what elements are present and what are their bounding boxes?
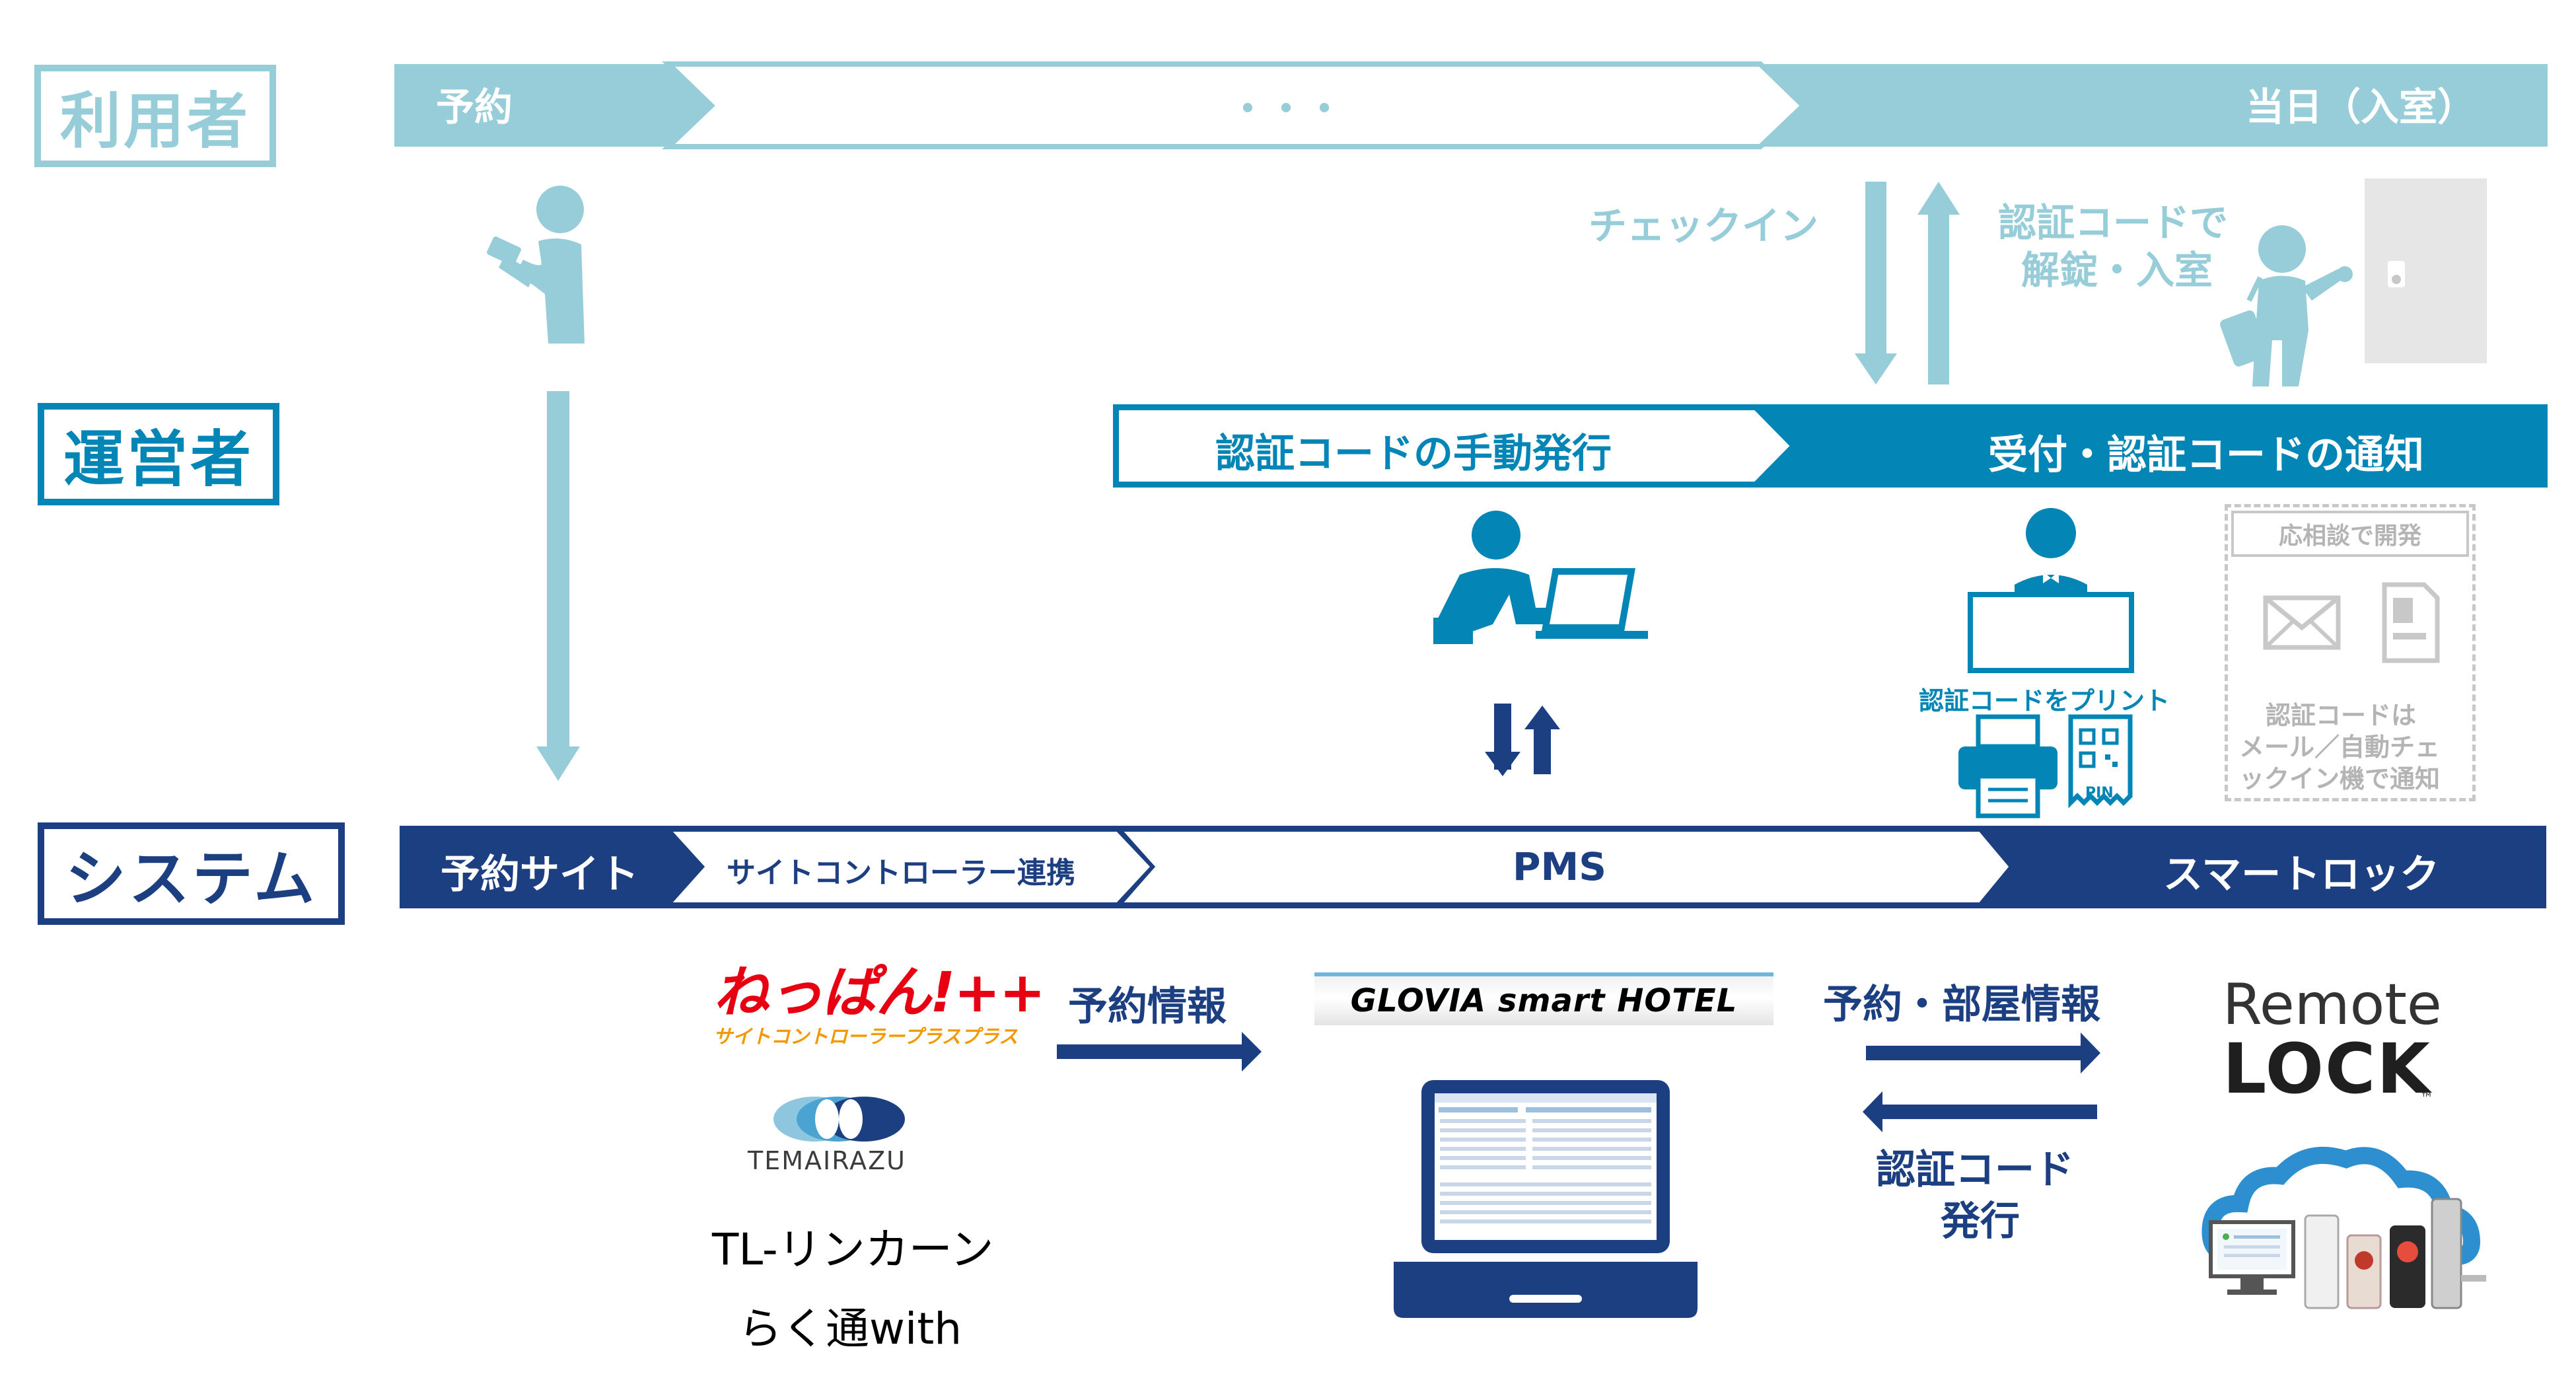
row-label-system: システム bbox=[38, 822, 345, 925]
printer-and-pin-card-icon bbox=[1958, 714, 2133, 818]
staff-at-laptop-icon bbox=[1433, 511, 1648, 644]
unlock-label-line2: 解錠・入室 bbox=[2021, 248, 2213, 293]
remote-lock-logo-lock: LOCK bbox=[2223, 1029, 2431, 1109]
user-flow-reserve-label: 予約 bbox=[436, 85, 513, 129]
long-down-arrow-head bbox=[536, 746, 580, 781]
pin-card-label: PIN bbox=[2085, 785, 2114, 801]
glovia-logo-text: GLOVIA smart HOTEL bbox=[1350, 982, 1738, 1019]
auth-code-issue-label-line1: 認証コード bbox=[1876, 1147, 2074, 1193]
reservation-info-arrow-shaft bbox=[1057, 1044, 1248, 1059]
remote-lock-logo: Remote LOCK bbox=[2223, 976, 2442, 1105]
operator-manual-issue-label: 認証コードの手動発行 bbox=[1215, 431, 1612, 477]
consult-development-box bbox=[2225, 504, 2476, 801]
pms-up-arrow-head bbox=[1524, 706, 1560, 729]
consult-box-line3: ックイン機で通知 bbox=[2239, 764, 2441, 793]
auth-code-arrow-head bbox=[1863, 1091, 1882, 1132]
checkin-label: チェックイン bbox=[1589, 203, 1819, 248]
pms-down-arrow-head bbox=[1485, 752, 1521, 776]
rakutsu-label: らく通with bbox=[738, 1303, 962, 1354]
neppan-logo-main: ねっぱん!++ bbox=[713, 960, 1046, 1025]
row-label-operator: 運営者 bbox=[38, 403, 279, 505]
system-site-controller-label: サイトコントローラー連携 bbox=[727, 856, 1075, 890]
neppan-logo-sub: サイトコントローラープラスプラス bbox=[713, 1025, 1019, 1048]
system-pms-label: PMS bbox=[1513, 844, 1606, 889]
consult-box-line2: メール／自動チェ bbox=[2239, 733, 2441, 762]
room-info-arrow-head bbox=[2081, 1033, 2100, 1073]
long-down-arrow-shaft bbox=[547, 391, 569, 748]
temairazu-logo-mark bbox=[773, 1097, 905, 1142]
cloud-devices-icon bbox=[2201, 1146, 2486, 1309]
user-flow-day-of-label: 当日（入室） bbox=[2246, 85, 2476, 129]
print-code-label: 認証コードをプリント bbox=[1919, 686, 2170, 715]
system-site-controller-chevron bbox=[664, 828, 1156, 906]
guest-opening-door-icon bbox=[2220, 178, 2487, 386]
user-flow-ellipsis-label: ・・・ bbox=[1229, 87, 1344, 131]
reservation-room-info-label: 予約・部屋情報 bbox=[1823, 982, 2100, 1028]
remote-lock-tm: ™ bbox=[2420, 1090, 2433, 1106]
unlock-label-line1: 認証コードで bbox=[1998, 200, 2229, 245]
unlock-up-arrow-head bbox=[1917, 182, 1960, 215]
user-flow-reserve-arrow bbox=[618, 64, 711, 147]
reservation-info-label: 予約情報 bbox=[1068, 984, 1227, 1030]
user-with-phone-icon bbox=[487, 186, 585, 344]
auth-code-arrow-shaft bbox=[1879, 1105, 2097, 1119]
checkin-down-arrow-head bbox=[1855, 353, 1897, 384]
remote-lock-logo-remote: Remote bbox=[2223, 972, 2442, 1038]
consult-box-header: 応相談で開発 bbox=[2231, 511, 2469, 557]
temairazu-logo-text: TEMAIRAZU bbox=[748, 1146, 906, 1175]
reservation-info-arrow-head bbox=[1242, 1032, 1262, 1072]
system-smart-lock-label: スマートロック bbox=[2163, 852, 2440, 898]
operator-manual-issue-chevron bbox=[1114, 405, 1797, 487]
checkin-down-arrow-shaft bbox=[1865, 182, 1886, 357]
operator-notify-label: 受付・認証コードの通知 bbox=[1988, 432, 2424, 478]
tl-lincoln-label: TL-リンカーン bbox=[712, 1224, 994, 1275]
mail-and-kiosk-icon bbox=[2263, 582, 2440, 663]
unlock-up-arrow-shaft bbox=[1928, 211, 1949, 384]
pms-up-arrow-shaft bbox=[1534, 727, 1551, 774]
consult-box-line1: 認証コードは bbox=[2266, 701, 2417, 730]
room-info-arrow-shaft bbox=[1866, 1046, 2084, 1060]
consult-box-title: 応相談で開発 bbox=[2278, 523, 2421, 550]
front-desk-icon bbox=[1968, 508, 2134, 673]
neppan-logo: ねっぱん!++ サイトコントローラープラスプラス bbox=[713, 960, 1046, 1049]
pms-laptop-icon bbox=[1394, 1080, 1698, 1318]
system-booking-site-label: 予約サイト bbox=[441, 852, 639, 898]
auth-code-issue-label-line2: 発行 bbox=[1941, 1198, 2020, 1245]
glovia-logo-banner: GLOVIA smart HOTEL bbox=[1314, 972, 1773, 1025]
row-label-user: 利用者 bbox=[34, 65, 276, 167]
